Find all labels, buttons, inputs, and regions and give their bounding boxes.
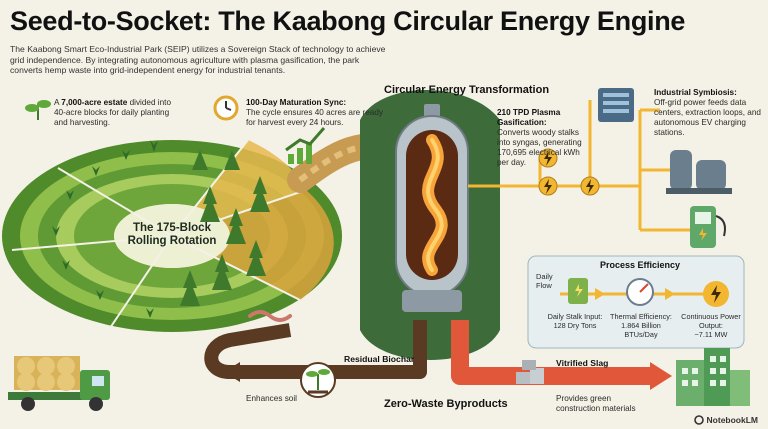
thermal-efficiency-label: Thermal Efficiency: (610, 312, 672, 321)
watermark: NotebookLM (693, 415, 758, 425)
estate-note: A 7,000-acre estate divided into 40-acre… (54, 98, 176, 128)
slag-label: Vitrified Slag (556, 358, 609, 368)
watermark-text: NotebookLM (706, 415, 758, 425)
extraction-tanks-icon (666, 150, 732, 194)
page-title: Seed-to-Socket: The Kaabong Circular Ene… (10, 6, 686, 36)
thermal-efficiency-stat: Thermal Efficiency: 1.864 Billion BTUs/D… (604, 312, 678, 339)
symbiosis-heading: Industrial Symbiosis: (654, 88, 737, 97)
estate-prefix: A (54, 98, 62, 107)
symbiosis-note: Industrial Symbiosis: Off-grid power fee… (654, 88, 762, 138)
biochar-label: Residual Biochar (344, 354, 415, 364)
plasma-text: Converts woody stalks into syngas, gener… (497, 128, 582, 167)
rotation-label-line2: Rolling Rotation (127, 235, 217, 247)
slag-blocks-icon (516, 360, 544, 384)
earthworm-icon (248, 310, 292, 322)
plasma-heading: 210 TPD Plasma Gasification: (497, 108, 561, 127)
rotation-label: The 175-Block Rolling Rotation (112, 222, 232, 248)
sprout-soil-icon (300, 362, 336, 398)
bolt-icon (538, 148, 600, 196)
clock-icon (213, 95, 239, 121)
byproducts-heading: Zero-Waste Byproducts (384, 398, 508, 410)
intro-paragraph: The Kaabong Smart Eco-Industrial Park (S… (10, 44, 386, 76)
power-output-value: ~7.11 MW (694, 330, 728, 339)
rotation-field (2, 139, 342, 332)
biochar-text: Enhances soil (246, 394, 297, 403)
data-center-icon (598, 88, 634, 122)
transformation-heading: Circular Energy Transformation (384, 84, 550, 96)
plasma-note: 210 TPD Plasma Gasification: Converts wo… (497, 108, 593, 168)
thermal-efficiency-value: 1.864 Billion BTUs/Day (621, 321, 661, 339)
stalk-input-stat: Daily Stalk Input: 128 Dry Tons (544, 312, 606, 330)
rotation-label-line1: The 175-Block (133, 222, 211, 234)
plasma-gasifier (395, 104, 469, 312)
hay-truck-icon (8, 356, 110, 411)
power-output-label: Continuous Power Output: (681, 312, 741, 330)
ev-charger-icon (690, 206, 726, 248)
maturation-heading: 100-Day Maturation Sync: (246, 98, 347, 107)
process-efficiency-panel (527, 255, 745, 349)
green-buildings-icon (676, 348, 750, 406)
symbiosis-text: Off-grid power feeds data centers, extra… (654, 98, 761, 137)
efficiency-heading: Process Efficiency (600, 260, 681, 270)
stalk-input-label: Daily Stalk Input: (547, 312, 603, 321)
estate-acreage: 7,000-acre estate (61, 98, 128, 107)
stalk-input-value: 128 Dry Tons (553, 321, 597, 330)
slag-text: Provides green construction materials (556, 394, 636, 413)
slag-flow (451, 320, 650, 385)
maturation-note: 100-Day Maturation Sync: The cycle ensur… (246, 98, 386, 128)
maturation-text: The cycle ensures 40 acres are ready for… (246, 108, 383, 127)
daily-flow-label: Daily Flow (536, 272, 553, 290)
sprout-icon (25, 100, 51, 120)
growth-chart-icon (285, 127, 326, 164)
notebooklm-logo-icon (693, 415, 704, 425)
hemp-plants (52, 140, 270, 318)
estate-description: divided into 40-acre blocks for daily pl… (54, 98, 172, 127)
power-output-stat: Continuous Power Output: ~7.11 MW (680, 312, 742, 339)
